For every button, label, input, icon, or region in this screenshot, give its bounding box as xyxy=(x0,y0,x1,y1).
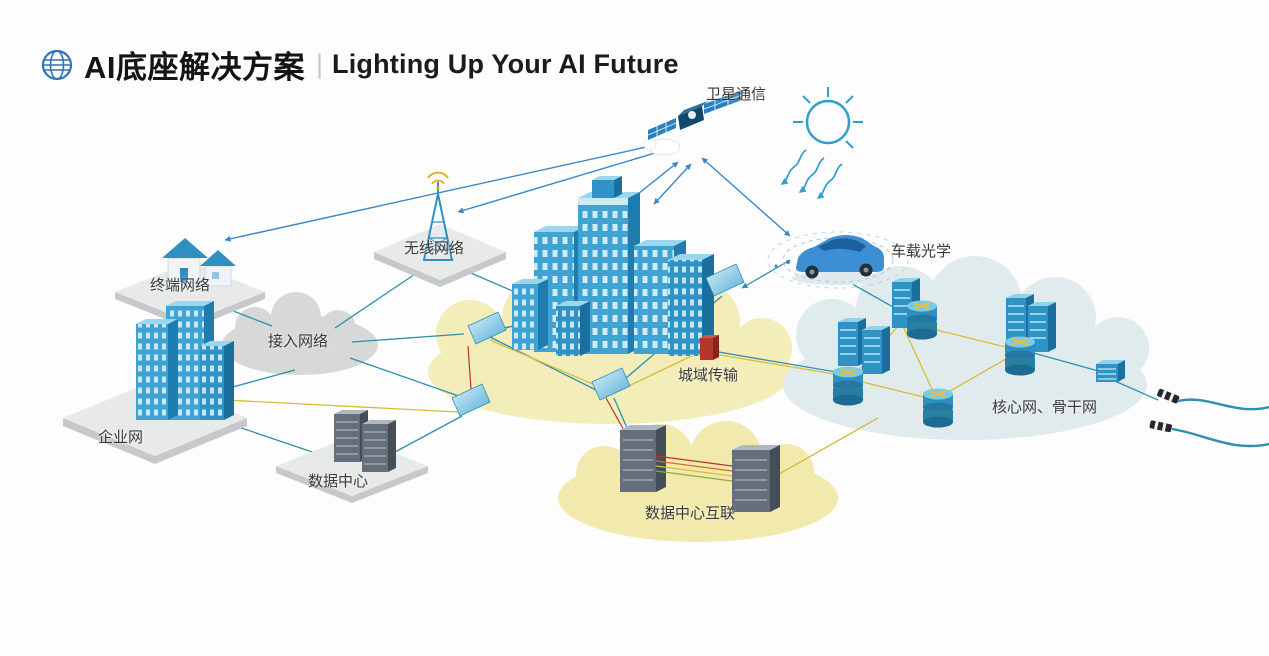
red-accent-building xyxy=(700,335,719,360)
sunlight-arrows xyxy=(780,149,843,199)
satellite-illustration xyxy=(643,90,743,156)
globe-icon xyxy=(41,49,73,80)
satellite-links xyxy=(224,142,791,242)
access-label: 接入网络 xyxy=(268,333,329,350)
enterprise-label: 企业网 xyxy=(98,429,144,446)
satellite-label: 卫星通信 xyxy=(706,86,767,103)
router-node xyxy=(1005,336,1035,376)
wireless-tower xyxy=(422,171,454,261)
vehicle-label: 车载光学 xyxy=(891,243,952,260)
wireless-label: 无线网络 xyxy=(404,240,465,257)
router-node xyxy=(923,388,953,428)
router-node xyxy=(833,366,863,406)
page-header: AI底座解决方案 | Lighting Up Your AI Future xyxy=(40,42,679,87)
title-separator: | xyxy=(316,49,324,79)
page-title: AI底座解决方案 xyxy=(84,50,305,85)
terminal-houses xyxy=(162,238,236,287)
core-network-devices xyxy=(833,278,1125,428)
edge-device xyxy=(1096,360,1125,382)
vehicle-car xyxy=(767,231,909,289)
dci-racks xyxy=(620,425,780,512)
dci-label: 数据中心互联 xyxy=(645,505,736,522)
metro-label: 城域传输 xyxy=(678,367,739,384)
dci-fan-links xyxy=(655,455,733,482)
wireless-platform xyxy=(374,224,506,287)
sun-icon xyxy=(793,87,863,149)
datacenter-label: 数据中心 xyxy=(308,473,369,490)
router-node xyxy=(907,300,937,340)
dci-cloud xyxy=(558,421,838,542)
datacenter-racks xyxy=(334,410,396,472)
core-label: 核心网、骨干网 xyxy=(992,399,1098,416)
fiber-cables xyxy=(1149,388,1269,448)
access-network-cloud xyxy=(222,292,378,375)
page-subtitle: Lighting Up Your AI Future xyxy=(332,49,679,79)
city-buildings xyxy=(512,176,719,360)
terminal-label: 终端网络 xyxy=(150,277,211,294)
oxc-nodes xyxy=(451,263,745,417)
enterprise-buildings xyxy=(136,301,234,420)
network-links-yellow xyxy=(224,321,1019,479)
